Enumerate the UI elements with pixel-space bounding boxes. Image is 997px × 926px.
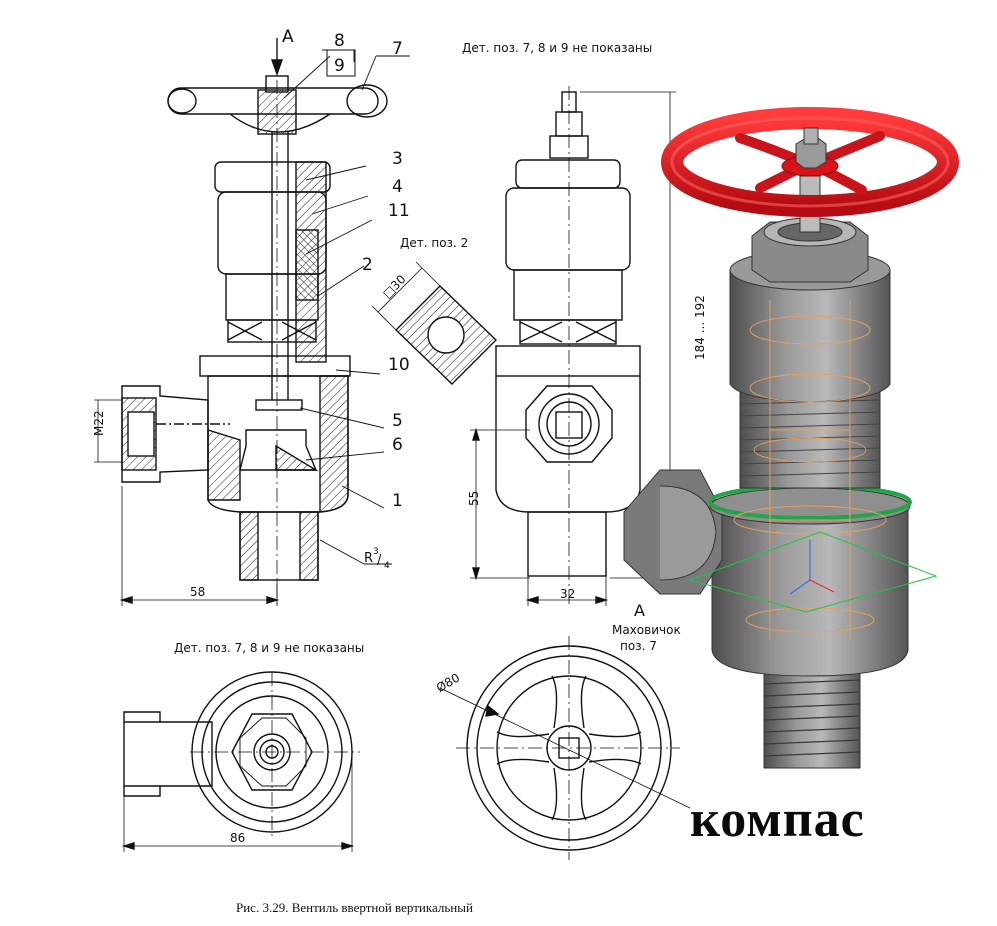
detail-pos-2 xyxy=(371,261,497,385)
pos-8-label: 8 xyxy=(334,31,345,51)
thread-sub: 4 xyxy=(384,561,390,571)
handwheel-label-1: Маховичок xyxy=(612,623,681,637)
note-top: Дет. поз. 7, 8 и 9 не показаны xyxy=(462,41,652,55)
pos-4-label: 4 xyxy=(392,177,403,197)
dim-86: 86 xyxy=(230,831,245,845)
thread-slash: / xyxy=(377,553,382,568)
dia-80: Ø80 xyxy=(434,671,462,695)
dim-184-192: 184 ... 192 xyxy=(693,295,707,360)
handwheel-view xyxy=(439,636,691,860)
pos-1-label: 1 xyxy=(392,491,403,511)
kompas-brand-text: компас xyxy=(690,791,865,848)
dim-55: 55 xyxy=(467,491,481,506)
note-bottom: Дет. поз. 7, 8 и 9 не показаны xyxy=(174,641,364,655)
pos-6-label: 6 xyxy=(392,435,403,455)
pos-2-label: 2 xyxy=(362,255,373,275)
dim-32: 32 xyxy=(560,587,575,601)
thread-label: R xyxy=(364,551,373,566)
drawing-labels: A 8 9 7 3 4 11 2 10 5 6 1 xyxy=(282,27,410,511)
side-view xyxy=(470,86,676,606)
detail-pos-2-title: Дет. поз. 2 xyxy=(400,236,468,250)
view-a-label: A xyxy=(282,27,294,47)
square-30-label: □30 xyxy=(380,272,409,301)
valve-3d-render xyxy=(623,107,959,769)
dim-58: 58 xyxy=(190,585,205,599)
pos-8-9-frame xyxy=(326,49,356,77)
pos-7-label: 7 xyxy=(392,39,403,59)
m22-label: M22 xyxy=(92,410,106,436)
pos-3-label: 3 xyxy=(392,149,403,169)
figure-caption: Рис. 3.29. Вентиль ввертной вертикальный xyxy=(236,900,473,915)
front-section-view xyxy=(94,38,410,606)
pos-10-label: 10 xyxy=(388,355,410,375)
top-view xyxy=(121,671,360,852)
handwheel-label-2: поз. 7 xyxy=(620,639,657,653)
thread-sup: 3 xyxy=(373,547,379,557)
pos-9-label: 9 xyxy=(334,56,345,76)
pos-11-label: 11 xyxy=(388,201,410,221)
handwheel-title: A xyxy=(634,601,645,620)
pos-5-label: 5 xyxy=(392,411,403,431)
drawing-notes: Дет. поз. 7, 8 и 9 не показаны Дет. поз.… xyxy=(92,41,707,845)
